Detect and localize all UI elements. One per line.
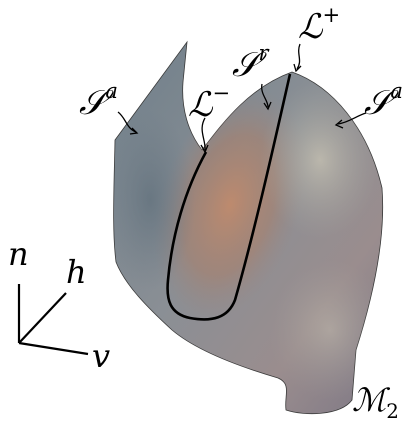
label-l-minus-base: ℒ xyxy=(188,84,213,125)
axis-label-v: v xyxy=(92,337,111,375)
label-s-a-left: 𝒮a xyxy=(79,80,118,120)
v-axis xyxy=(18,341,89,356)
h-axis xyxy=(18,292,67,344)
label-manifold-sub: 2 xyxy=(386,399,399,423)
label-l-plus: ℒ+ xyxy=(298,4,340,44)
fold-curve xyxy=(166,73,292,321)
label-s-a-right-base: 𝒮 xyxy=(364,82,391,123)
label-manifold: ℳ2 xyxy=(352,384,399,422)
axis-triad xyxy=(17,284,89,356)
label-s-r: 𝒮r xyxy=(232,42,268,82)
axis-label-n: n xyxy=(8,235,29,273)
label-l-plus-sup: + xyxy=(322,2,341,27)
label-s-a-right: 𝒮a xyxy=(364,80,403,120)
label-manifold-base: ℳ xyxy=(352,381,387,419)
label-leaders xyxy=(117,43,367,154)
label-l-plus-base: ℒ xyxy=(298,6,323,47)
label-s-a-right-sup: a xyxy=(390,78,403,103)
label-s-a-left-base: 𝒮 xyxy=(79,82,106,123)
label-s-a-left-sup: a xyxy=(105,78,118,103)
label-s-r-base: 𝒮 xyxy=(232,44,259,85)
critical-manifold-surface xyxy=(113,40,384,415)
label-s-r-sup: r xyxy=(258,40,269,65)
axis-label-h: h xyxy=(66,253,87,291)
label-l-minus-sup: − xyxy=(212,80,231,105)
label-l-minus: ℒ− xyxy=(188,82,230,122)
